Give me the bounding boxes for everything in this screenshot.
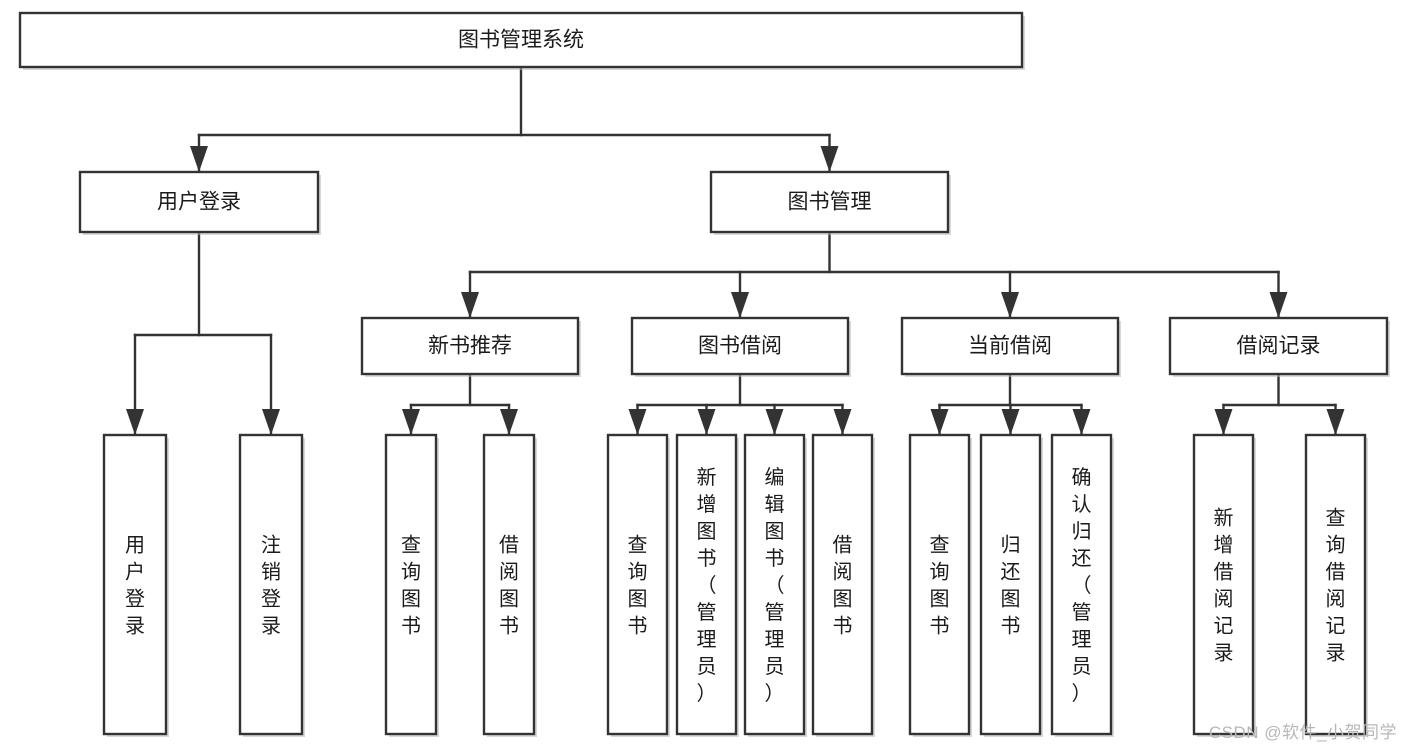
node-box[interactable]: [606, 433, 669, 736]
node-borrow-book-2[interactable]: 借阅图书: [811, 433, 875, 737]
arrow-head-icon: [765, 409, 784, 435]
node-label: 查询借阅记录: [1326, 507, 1346, 665]
node-user-login[interactable]: 用户登录: [78, 170, 321, 235]
node-confirm-return[interactable]: 确认归还（管理员）: [1050, 433, 1114, 737]
node-label: 查询图书: [930, 534, 950, 638]
node-layer: 图书管理系统用户登录图书管理用户登录注销登录新书推荐查询图书借阅图书图书借阅查询…: [18, 11, 1390, 737]
arrow-head-icon: [402, 409, 420, 435]
node-label: 借阅图书: [833, 534, 853, 638]
node-box[interactable]: [743, 433, 806, 736]
node-box[interactable]: [238, 433, 304, 736]
arrow-head-icon: [833, 409, 852, 435]
node-borrow-record[interactable]: 借阅记录: [1168, 316, 1390, 377]
node-query-borrow-record[interactable]: 查询借阅记录: [1304, 433, 1368, 737]
node-label: 新增借阅记录: [1214, 507, 1234, 665]
node-box[interactable]: [675, 433, 738, 736]
node-box[interactable]: [1192, 433, 1255, 736]
node-label: 当前借阅: [968, 335, 1052, 358]
arrow-head-icon: [1214, 409, 1233, 435]
node-label: 注销登录: [261, 534, 281, 638]
node-query-book-3[interactable]: 查询图书: [908, 433, 972, 737]
node-book-manage[interactable]: 图书管理: [709, 170, 951, 235]
arrow-head-icon: [628, 409, 647, 435]
node-root[interactable]: 图书管理系统: [18, 11, 1025, 70]
node-new-book-rec[interactable]: 新书推荐: [360, 316, 581, 377]
node-current-borrow[interactable]: 当前借阅: [900, 316, 1121, 377]
node-borrow-book-1[interactable]: 借阅图书: [482, 433, 537, 737]
node-query-book-2[interactable]: 查询图书: [606, 433, 670, 737]
arrow-head-icon: [1326, 409, 1345, 435]
node-label: 编辑图书（管理员）: [765, 466, 785, 705]
node-label: 新增图书（管理员）: [697, 466, 717, 705]
arrow-head-icon: [930, 409, 949, 435]
node-box[interactable]: [1168, 316, 1389, 376]
node-box[interactable]: [18, 11, 1024, 69]
node-label: 用户登录: [125, 535, 145, 638]
node-add-book[interactable]: 新增图书（管理员）: [675, 433, 739, 737]
arrow-head-icon: [190, 146, 208, 172]
node-book-borrow[interactable]: 图书借阅: [630, 316, 851, 377]
arrow-head-icon: [731, 292, 749, 318]
arrow-head-icon: [697, 409, 716, 435]
node-box[interactable]: [630, 316, 850, 376]
node-label: 新书推荐: [428, 335, 512, 358]
node-label: 图书借阅: [698, 335, 782, 358]
node-label: 查询图书: [401, 534, 421, 638]
node-box[interactable]: [709, 170, 950, 234]
node-box[interactable]: [1304, 433, 1367, 736]
node-label: 图书管理系统: [458, 29, 584, 52]
node-box[interactable]: [360, 316, 580, 376]
node-box[interactable]: [979, 433, 1042, 736]
node-box[interactable]: [900, 316, 1120, 376]
node-box[interactable]: [482, 433, 536, 736]
arrow-head-icon: [1001, 292, 1019, 318]
node-label: 查询图书: [628, 534, 648, 638]
node-label: 用户登录: [157, 191, 241, 214]
node-query-book-1[interactable]: 查询图书: [384, 433, 439, 737]
node-label: 归还图书: [1001, 534, 1021, 638]
node-user-logout[interactable]: 注销登录: [238, 433, 305, 737]
node-label: 确认归还（管理员）: [1072, 466, 1092, 705]
node-box[interactable]: [811, 433, 874, 736]
node-add-borrow-record[interactable]: 新增借阅记录: [1192, 433, 1256, 737]
node-box[interactable]: [1050, 433, 1113, 736]
node-return-book[interactable]: 归还图书: [979, 433, 1043, 737]
node-box[interactable]: [78, 170, 320, 234]
node-box[interactable]: [908, 433, 971, 736]
node-user-login-do[interactable]: 用户登录: [102, 433, 169, 737]
connector-layer: [126, 65, 1345, 436]
arrow-head-icon: [126, 409, 144, 435]
node-box[interactable]: [384, 433, 438, 736]
node-box[interactable]: [102, 433, 168, 736]
arrow-head-icon: [1269, 292, 1288, 318]
arrow-head-icon: [500, 409, 518, 435]
arrow-head-icon: [461, 292, 479, 318]
arrow-head-icon: [262, 409, 280, 435]
arrow-head-icon: [1001, 409, 1020, 435]
arrow-head-icon: [1072, 409, 1091, 435]
node-edit-book[interactable]: 编辑图书（管理员）: [743, 433, 807, 737]
node-label: 借阅记录: [1237, 335, 1321, 358]
node-label: 借阅图书: [499, 534, 519, 638]
arrow-head-icon: [820, 146, 839, 172]
node-label: 图书管理: [788, 191, 872, 214]
